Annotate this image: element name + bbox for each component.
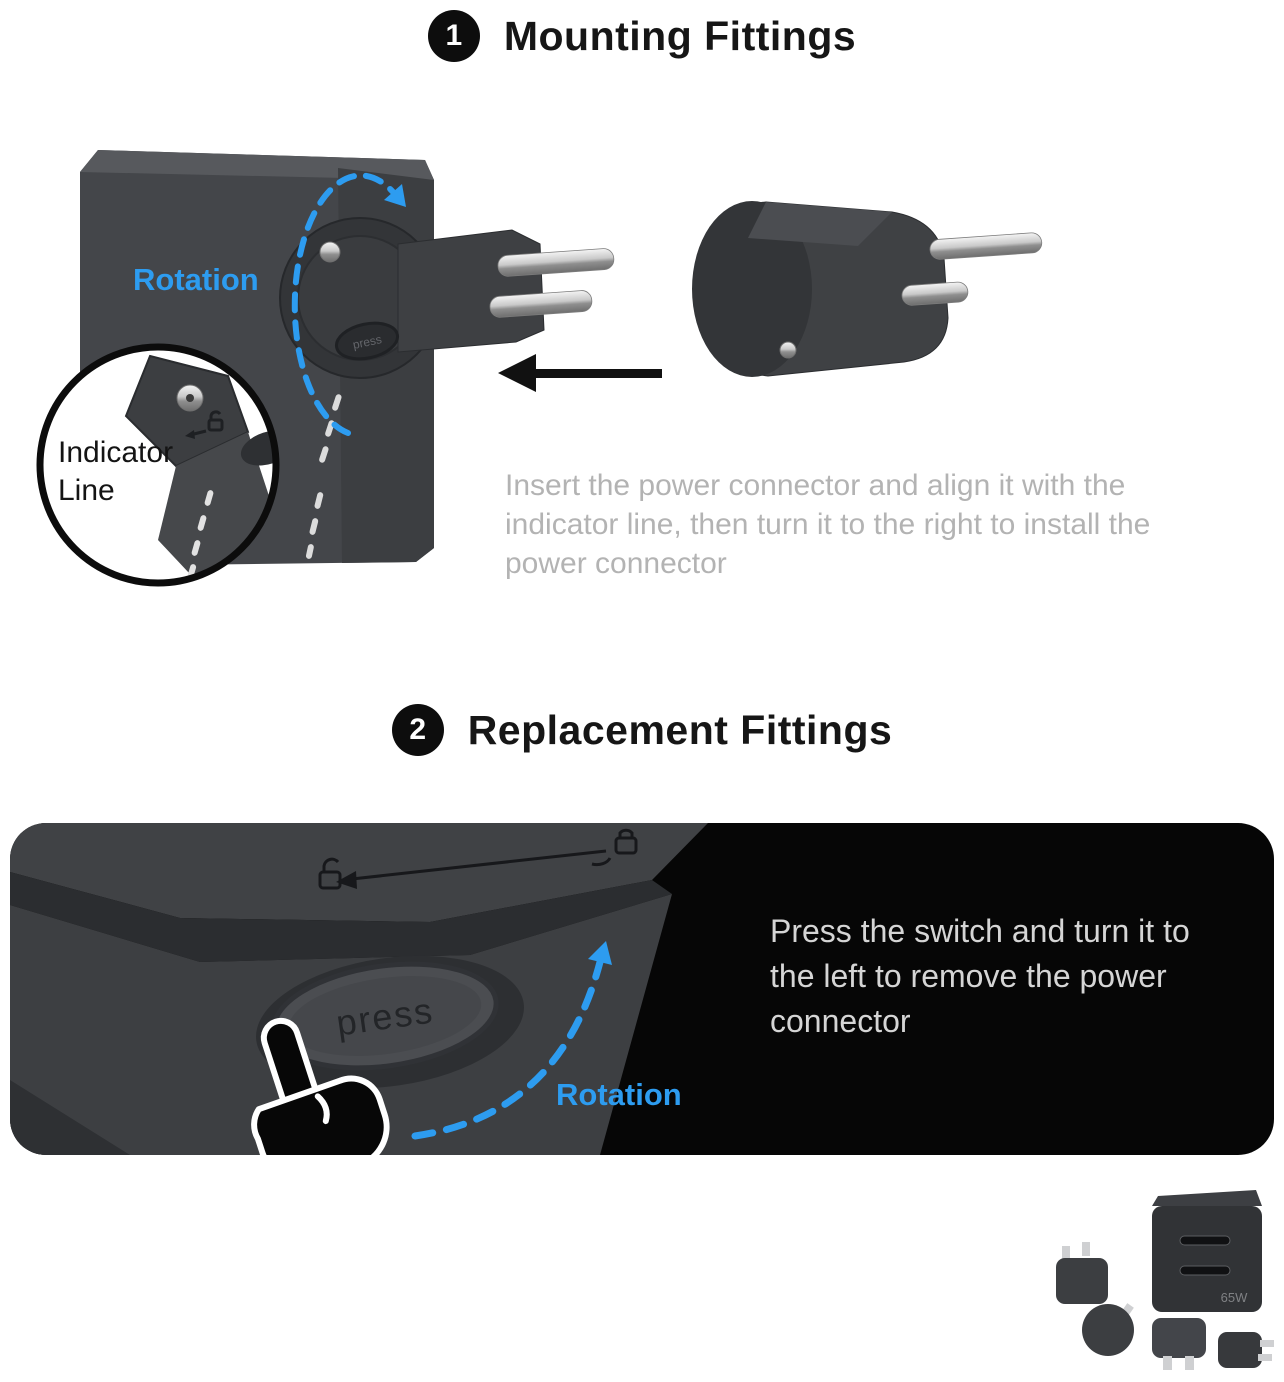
lock-icon bbox=[591, 828, 638, 867]
usbc-port-1 bbox=[1179, 1235, 1231, 1246]
step2-number-badge: 2 bbox=[391, 704, 444, 756]
press-button-large[interactable]: press bbox=[247, 940, 532, 1104]
detached-plug bbox=[692, 201, 1043, 377]
usbc-port-2 bbox=[1179, 1265, 1231, 1276]
wattage-label: 65W bbox=[1221, 1290, 1248, 1305]
replacement-panel: press Rotation Press the switch and turn… bbox=[10, 823, 1274, 1155]
press-button-small[interactable]: press bbox=[333, 318, 401, 364]
press-button-small-label: press bbox=[351, 332, 383, 352]
adapter-closeup bbox=[10, 823, 708, 1155]
product-thumbnail: 65W bbox=[1056, 1190, 1274, 1370]
section2-title: Replacement Fittings bbox=[467, 706, 893, 753]
rotation-arc bbox=[291, 172, 406, 436]
section2-description: Press the switch and turn it to the left… bbox=[770, 913, 1190, 1039]
turn-left-arrow bbox=[336, 849, 607, 889]
step1-number-badge: 1 bbox=[427, 10, 480, 62]
section1-title: Mounting Fittings bbox=[503, 12, 857, 59]
rotation-label-2: Rotation bbox=[556, 1077, 682, 1112]
insert-direction-arrow bbox=[498, 354, 662, 392]
plug-fittings-thumbnail bbox=[1056, 1242, 1274, 1370]
charger-cube-thumb: 65W bbox=[1152, 1190, 1262, 1312]
indicator-magnifier: Indicator Line bbox=[36, 343, 280, 587]
eu-plug-mounted bbox=[397, 229, 615, 353]
replacement-illustration: press Rotation bbox=[10, 823, 708, 1155]
rotation-arc-2 bbox=[411, 941, 612, 1140]
rotation-arrowhead bbox=[384, 184, 406, 207]
mounting-illustration: press Rotation bbox=[36, 150, 1043, 587]
section1-description: Insert the power connector and align it … bbox=[505, 469, 1151, 580]
section2-header: 2 Replacement Fittings bbox=[0, 704, 1284, 756]
rotation-arrowhead-2 bbox=[588, 941, 612, 965]
section1-header: 1 Mounting Fittings bbox=[0, 10, 1284, 62]
pressing-hand-icon bbox=[251, 1017, 390, 1155]
indicator-line-label-2: Line bbox=[58, 474, 115, 507]
rotation-label-1: Rotation bbox=[133, 262, 259, 297]
indicator-line-label-1: Indicator bbox=[58, 436, 173, 469]
